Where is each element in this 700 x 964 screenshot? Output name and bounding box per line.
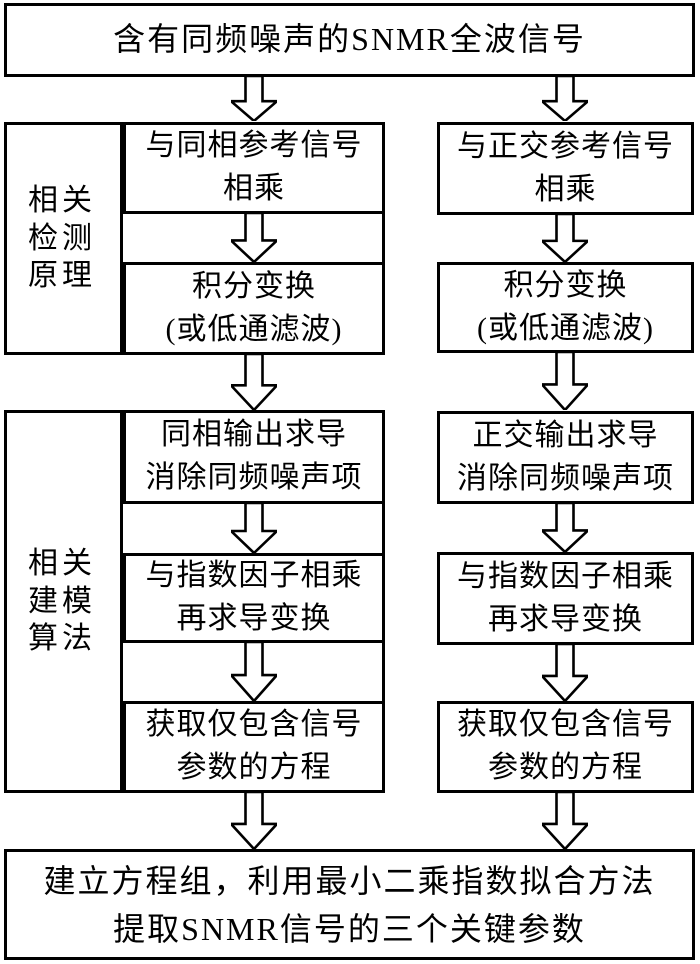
- box-text-line: 积分变换: [192, 269, 316, 303]
- box-final-extraction: 建立方程组，利用最小二乘指数拟合方法 提取SNMR信号的三个关键参数: [4, 849, 695, 960]
- box-text-line: (或低通滤波): [477, 311, 654, 345]
- box-exponential-factor-left: 与指数因子相乘 再求导变换: [123, 553, 385, 643]
- down-arrow-s2a-left: [231, 503, 277, 553]
- box-text-line: 含有同频噪声的SNMR全波信号: [113, 21, 586, 58]
- group-label-correlation-detection-principle: 相关 检测 原理: [4, 122, 123, 355]
- box-text-line: 再求导变换: [488, 602, 643, 636]
- group-label-line: 建模: [28, 584, 96, 618]
- box-text-line: 正交输出求导: [472, 418, 659, 452]
- box-text-line: 与指数因子相乘: [457, 559, 674, 593]
- box-inphase-derivative: 同相输出求导 消除同频噪声项: [123, 410, 385, 504]
- box-text-line: 参数的方程: [176, 751, 332, 784]
- group-label-line: 算法: [28, 622, 96, 656]
- box-text-line: 消除同频噪声项: [457, 461, 674, 495]
- box-text-line: 获取仅包含信号: [145, 708, 363, 742]
- box-integral-transform-left: 积分变换 (或低通滤波): [123, 262, 385, 355]
- down-arrow-mid-right: [542, 352, 588, 410]
- box-equation-right: 获取仅包含信号 参数的方程: [437, 701, 694, 793]
- box-text-line: 相乘: [223, 172, 285, 205]
- down-arrow-s2b-right: [542, 644, 588, 701]
- down-arrow-s2a-right: [542, 503, 588, 552]
- box-inphase-reference-multiply: 与同相参考信号 相乘: [123, 122, 385, 214]
- group-label-line: 检测: [28, 221, 96, 255]
- box-input-signal: 含有同频噪声的SNMR全波信号: [4, 3, 695, 77]
- down-arrow-mid-left: [231, 354, 277, 410]
- box-exponential-factor-right: 与指数因子相乘 再求导变换: [437, 552, 694, 645]
- group-label-line: 原理: [28, 259, 96, 293]
- down-arrow-top-left: [231, 76, 277, 121]
- box-text-line: 与正交参考信号: [457, 129, 674, 163]
- down-arrow-bottom-right: [542, 792, 588, 849]
- box-text-line: (或低通滤波): [165, 312, 343, 346]
- group-label-line: 相关: [28, 547, 96, 581]
- box-text-line: 获取仅包含信号: [457, 708, 674, 742]
- box-text-line: 与指数因子相乘: [145, 559, 363, 593]
- down-arrow-top-right: [542, 76, 588, 121]
- box-text-line: 消除同频噪声项: [145, 461, 363, 494]
- group-label-line: 相关: [28, 184, 96, 218]
- box-text-line: 参数的方程: [488, 751, 643, 784]
- box-text-line: 积分变换: [503, 268, 628, 302]
- box-text-line: 与同相参考信号: [145, 129, 363, 163]
- box-text-line: 建立方程组，利用最小二乘指数拟合方法: [43, 862, 656, 899]
- down-arrow-s2b-left: [231, 642, 277, 701]
- box-quadrature-derivative: 正交输出求导 消除同频噪声项: [437, 411, 694, 504]
- box-integral-transform-right: 积分变换 (或低通滤波): [437, 262, 694, 353]
- box-text-line: 相乘: [534, 172, 597, 206]
- down-arrow-s1-right: [542, 214, 588, 262]
- box-quadrature-reference-multiply: 与正交参考信号 相乘: [437, 122, 694, 215]
- box-text-line: 再求导变换: [176, 602, 332, 635]
- down-arrow-bottom-left: [231, 792, 277, 849]
- box-equation-left: 获取仅包含信号 参数的方程: [123, 701, 385, 793]
- box-text-line: 提取SNMR信号的三个关键参数: [113, 910, 586, 947]
- group-label-correlation-modeling-algorithm: 相关 建模 算法: [4, 410, 123, 793]
- box-text-line: 同相输出求导: [161, 418, 347, 452]
- down-arrow-s1-left: [231, 213, 277, 262]
